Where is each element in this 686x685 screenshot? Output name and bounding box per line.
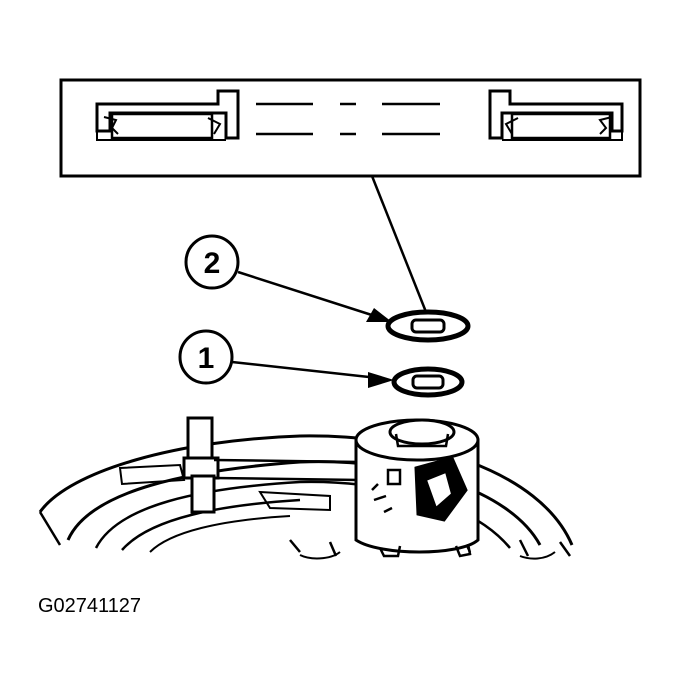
callout-1-arrowhead bbox=[368, 372, 394, 388]
left-seal-profile bbox=[95, 89, 240, 141]
callout-2-number: 2 bbox=[204, 247, 221, 280]
center-dash-lines bbox=[256, 102, 440, 136]
shaft-pin bbox=[182, 416, 361, 514]
right-seal-profile bbox=[488, 89, 624, 141]
callout-2: 2 bbox=[184, 234, 392, 322]
seal-cross-section-inset bbox=[59, 78, 642, 178]
outer-seal bbox=[385, 309, 471, 343]
callout-1-arrow-line bbox=[231, 360, 379, 380]
gear-housing bbox=[38, 434, 574, 560]
inset-leader-line bbox=[370, 175, 428, 313]
outer-housing-arc bbox=[38, 434, 574, 546]
callout-1: 1 bbox=[178, 329, 394, 388]
callout-1-circle bbox=[178, 329, 234, 385]
inner-seal bbox=[391, 366, 465, 398]
valve-body bbox=[354, 418, 480, 558]
callout-1-number: 1 bbox=[198, 342, 215, 375]
callout-2-arrowhead bbox=[366, 308, 392, 322]
seal-bore bbox=[388, 418, 456, 446]
callout-2-arrow-line bbox=[237, 270, 379, 319]
figure-code: G02741127 bbox=[38, 595, 141, 617]
callout-2-circle bbox=[184, 234, 240, 290]
inset-frame bbox=[59, 78, 642, 178]
